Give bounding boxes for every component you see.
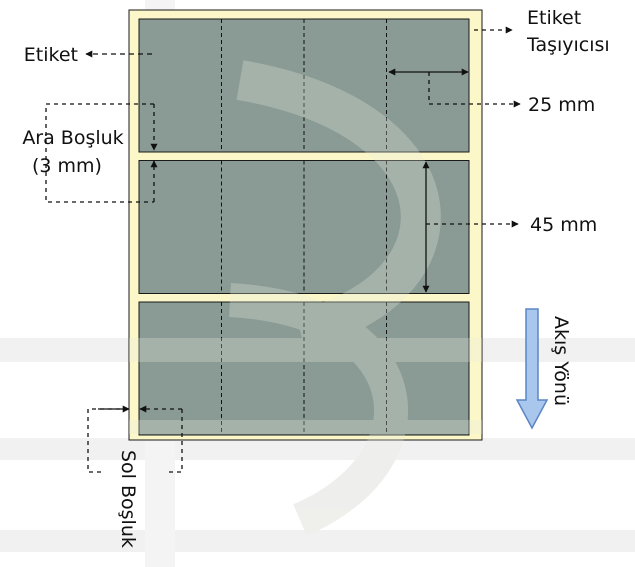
gap-caption-line2: (3 mm) xyxy=(32,155,102,177)
carrier-caption-line1: Etiket xyxy=(527,7,581,29)
flow-direction-arrow xyxy=(515,308,549,430)
carrier-caption-line2: Taşıyıcısı xyxy=(526,34,610,56)
gap-caption-line1: Ara Boşluk xyxy=(22,127,123,149)
flow-direction-caption: Akış Yönü xyxy=(550,316,572,406)
height-value: 45 mm xyxy=(530,214,597,236)
annotation-lines xyxy=(45,26,521,473)
left-margin-caption: Sol Boşluk xyxy=(117,450,139,548)
label-caption: Etiket xyxy=(24,44,78,66)
left-margin-bracket-right xyxy=(166,409,183,473)
label-watermark-overlay xyxy=(129,60,482,536)
label-grid xyxy=(138,18,470,436)
gap-bracket xyxy=(45,103,154,203)
width-value: 25 mm xyxy=(528,94,595,116)
width-leader xyxy=(428,72,521,108)
